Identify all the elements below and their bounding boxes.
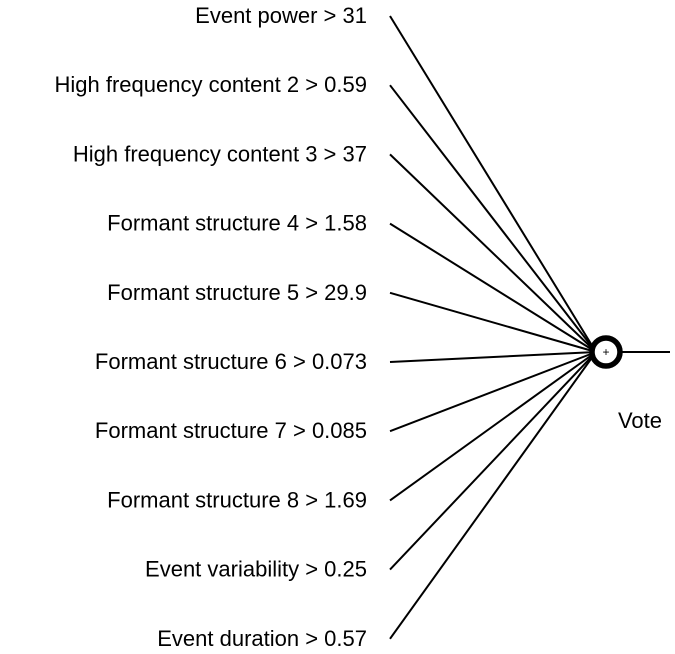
condition-label-2: High frequency content 2 > 0.59: [55, 72, 368, 97]
edge-5: [389, 291, 597, 353]
condition-label-6: Formant structure 6 > 0.073: [95, 349, 367, 374]
edge-6: [389, 351, 597, 363]
condition-label-1: Event power > 31: [195, 3, 367, 28]
edge-8: [389, 351, 597, 502]
edge-9: [389, 351, 597, 571]
condition-labels: Event power > 31 High frequency content 2…: [55, 3, 368, 651]
condition-label-5: Formant structure 5 > 29.9: [107, 280, 367, 305]
condition-label-8: Formant structure 8 > 1.69: [107, 487, 367, 512]
condition-label-7: Formant structure 7 > 0.085: [95, 418, 367, 443]
condition-label-3: High frequency content 3 > 37: [73, 141, 367, 166]
condition-label-9: Event variability > 0.25: [145, 557, 367, 582]
edge-3: [389, 153, 597, 353]
vote-node: [589, 335, 623, 369]
edge-4: [389, 222, 597, 353]
input-edges: [389, 15, 597, 640]
condition-label-4: Formant structure 4 > 1.58: [107, 211, 367, 236]
condition-label-10: Event duration > 0.57: [157, 626, 367, 651]
vote-label: Vote: [618, 408, 662, 433]
edge-10: [389, 351, 597, 640]
edge-7: [389, 351, 597, 433]
plus-symbol: +: [602, 345, 609, 359]
edge-1: [389, 15, 597, 353]
edge-2: [389, 84, 597, 353]
